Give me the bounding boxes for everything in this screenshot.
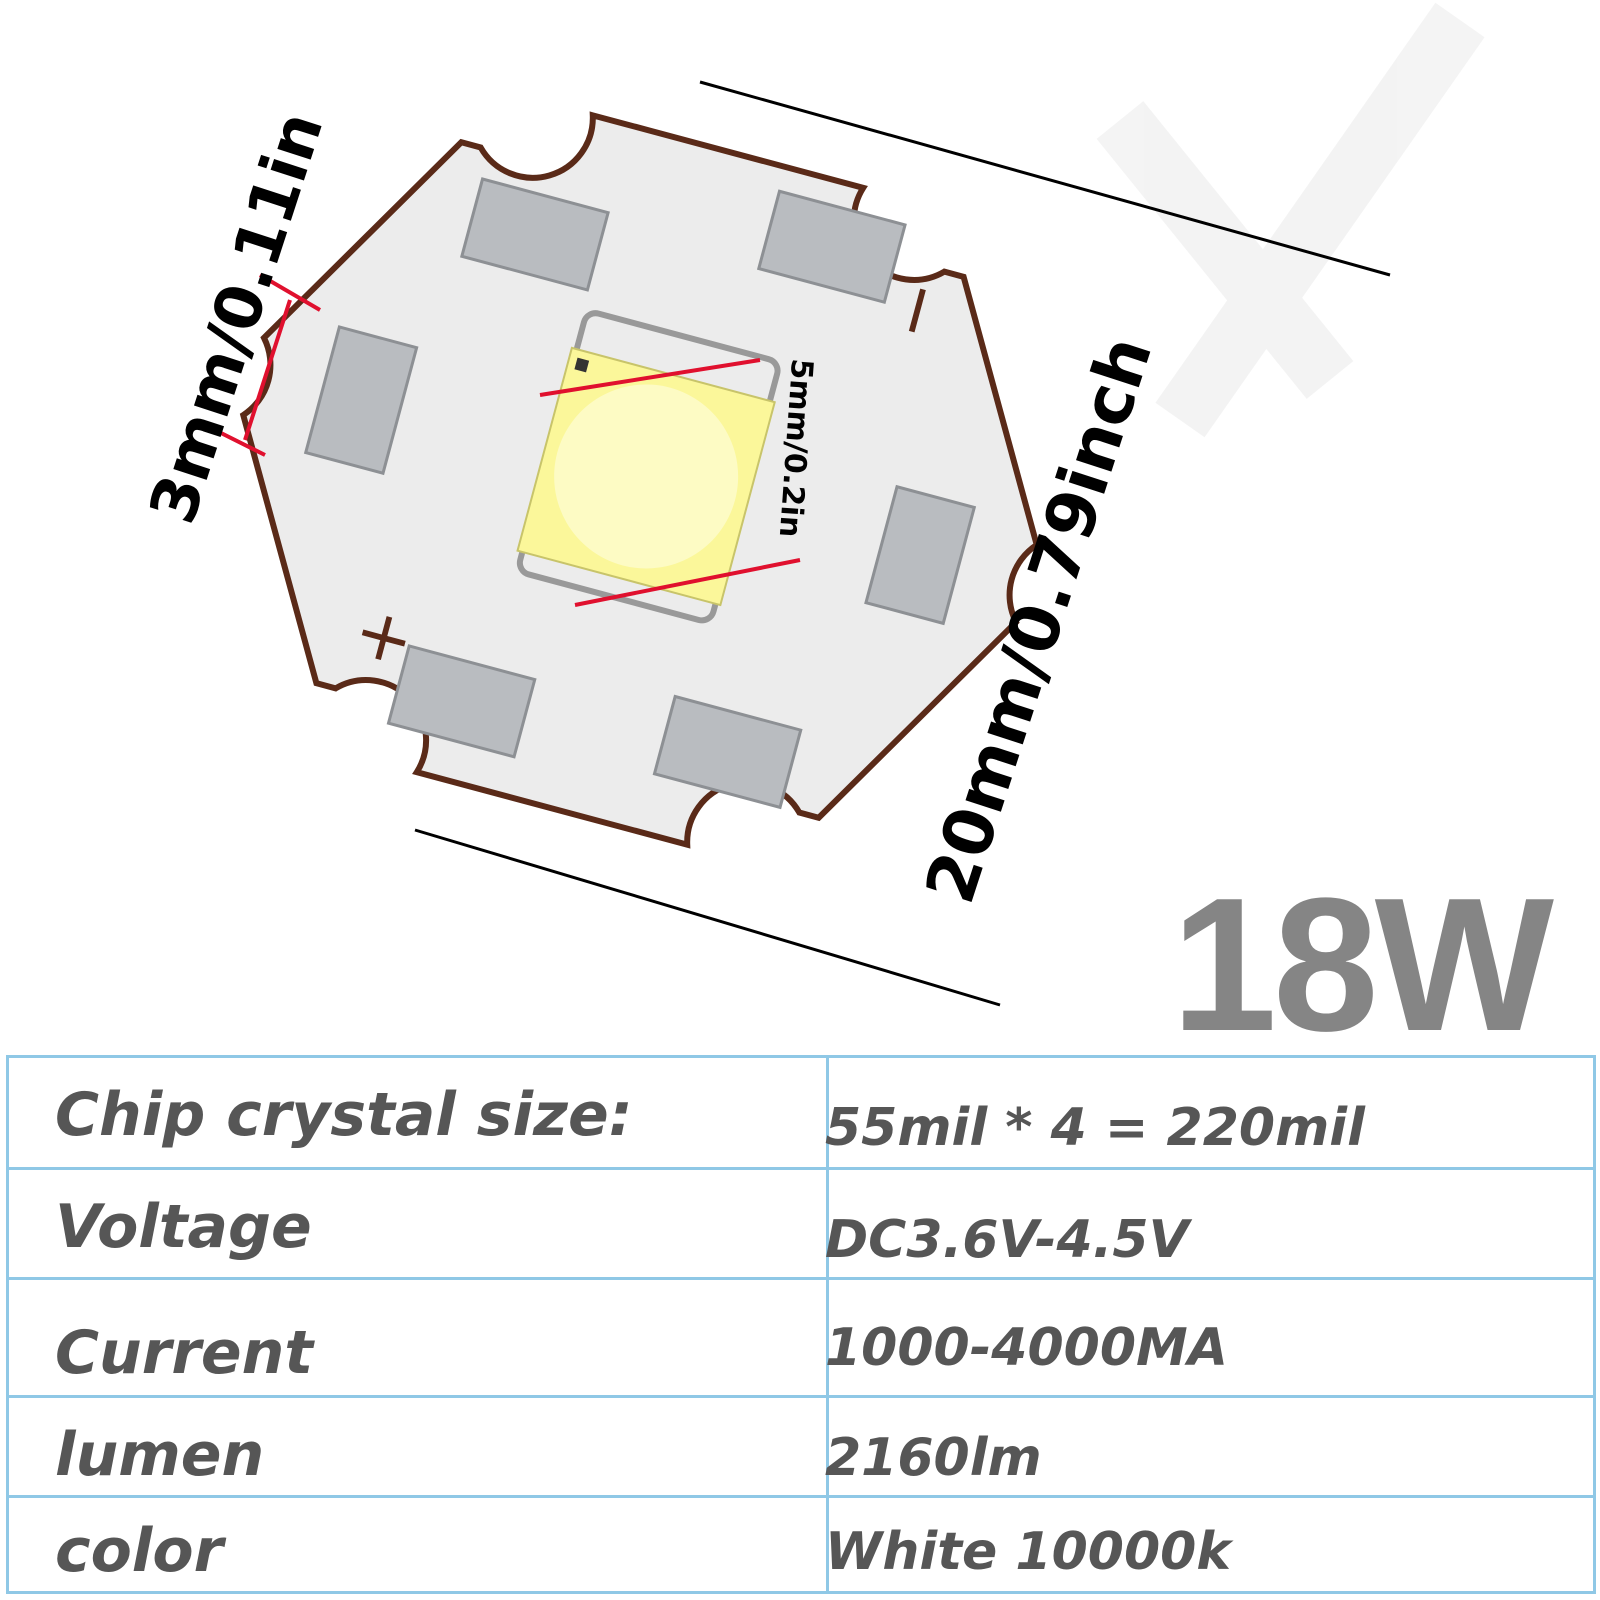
hole-dimension-line	[243, 299, 292, 441]
spec-row: color White 10000k	[9, 1498, 1593, 1594]
watermark	[1096, 2, 1485, 438]
spec-key: lumen	[55, 1420, 265, 1490]
spec-value: White 10000k	[825, 1522, 1231, 1582]
hole-dimension-tick	[204, 423, 266, 457]
solder-pad	[303, 325, 419, 476]
spec-key: Current	[55, 1318, 314, 1388]
spec-row: Chip crystal size: 55mil * 4 = 220mil	[9, 1058, 1593, 1170]
spec-value: DC3.6V-4.5V	[825, 1210, 1189, 1270]
chip-dimension-line	[574, 558, 801, 607]
spec-key: Chip crystal size:	[55, 1080, 633, 1150]
spec-value: 1000-4000MA	[825, 1318, 1229, 1378]
spec-key: Voltage	[55, 1192, 312, 1262]
board-dimension-line	[414, 828, 1001, 1007]
solder-pad	[459, 177, 610, 292]
solder-pad	[652, 694, 803, 810]
hole-dimension-tick	[258, 273, 322, 312]
spec-row: Current 1000-4000MA	[9, 1280, 1593, 1398]
spec-row: Voltage DC3.6V-4.5V	[9, 1170, 1593, 1280]
led-board-figure: 3mm/0.11in 20mm/0.79inch 5mm/0.2in + − 1…	[136, 2, 1554, 1071]
led-board-drawing	[204, 2, 1485, 1007]
power-rating: 18W	[1171, 859, 1554, 1071]
solder-pad	[864, 484, 977, 626]
solder-pad	[756, 189, 907, 305]
chip-dimension-line	[539, 358, 761, 397]
chip-marker	[574, 357, 590, 373]
spec-key: color	[55, 1516, 224, 1586]
spec-table: Chip crystal size: 55mil * 4 = 220mil Vo…	[6, 1055, 1596, 1594]
led-lens	[554, 384, 739, 569]
board-dimension-line	[699, 80, 1391, 277]
column-divider	[826, 1058, 829, 1591]
spec-row: lumen 2160lm	[9, 1398, 1593, 1498]
spec-value: 2160lm	[825, 1428, 1042, 1488]
spec-value: 55mil * 4 = 220mil	[825, 1098, 1365, 1158]
solder-pad	[386, 644, 537, 759]
